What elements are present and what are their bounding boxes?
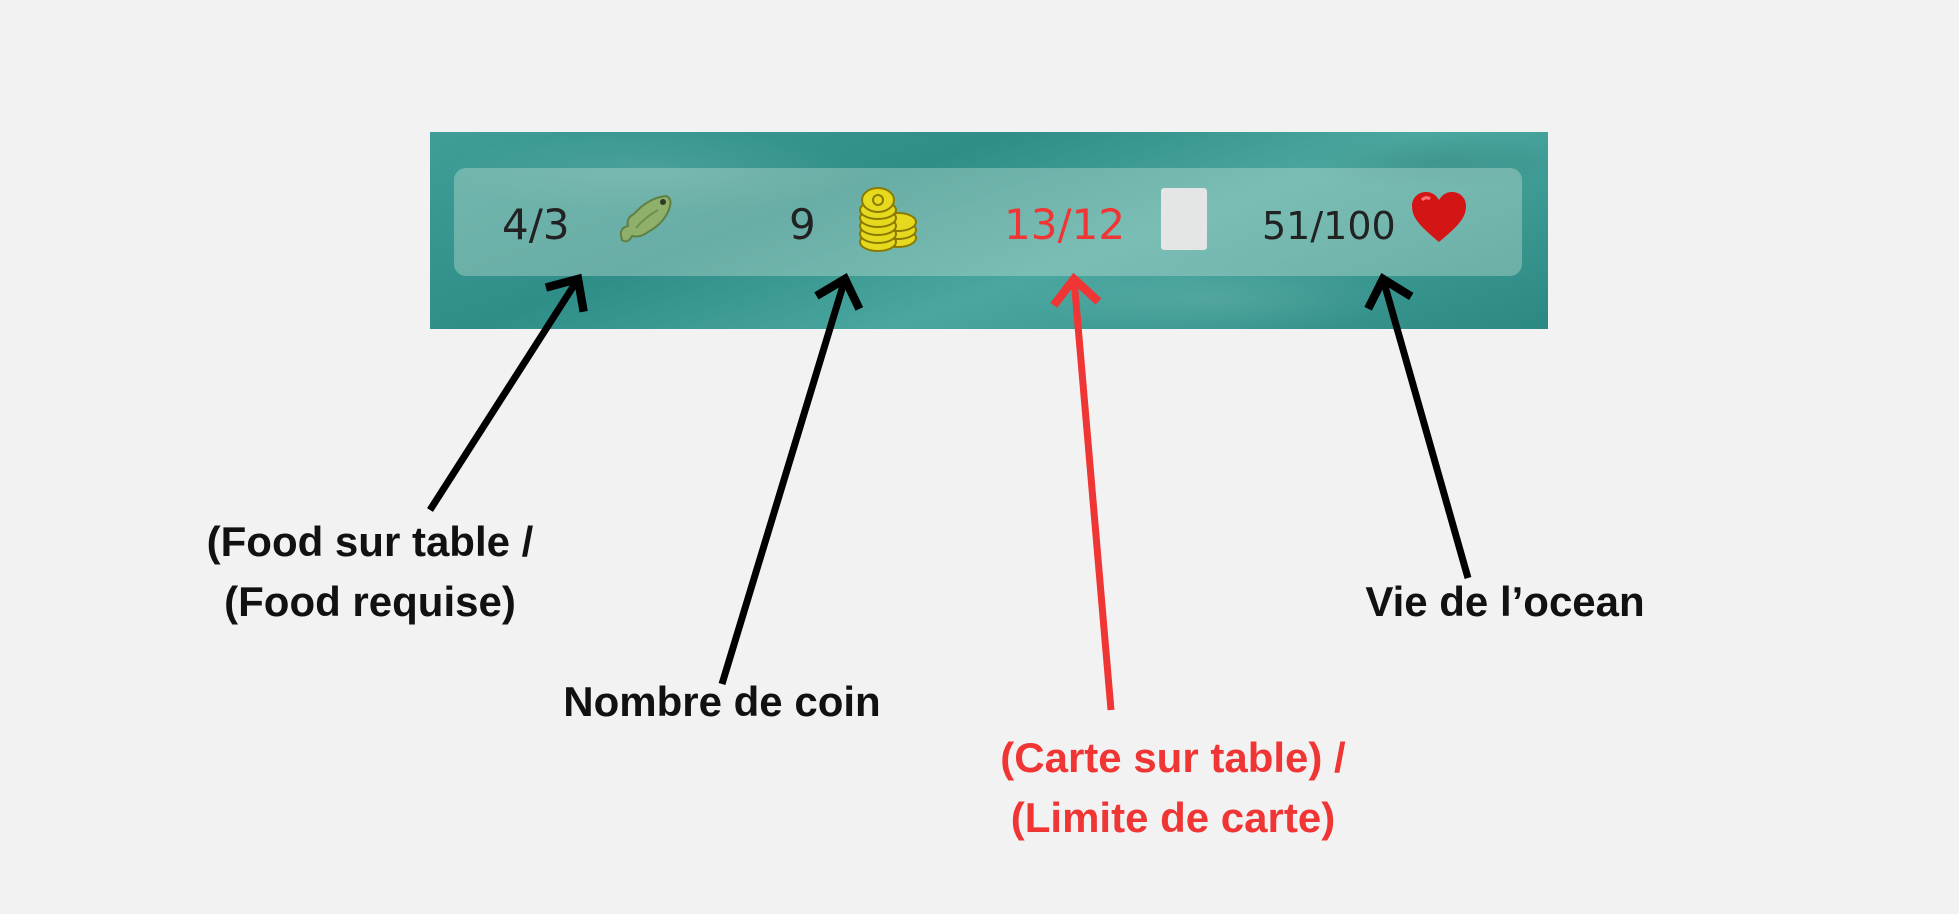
cards-annotation-line1: (Carte sur table) / [1000, 734, 1346, 781]
card-icon [1161, 188, 1207, 250]
life-annotation-text: Vie de l’ocean [1365, 578, 1645, 625]
food-annotation-line1: (Food sur table / [206, 518, 534, 565]
cards-annotation: (Carte sur table) / (Limite de carte) [923, 728, 1423, 848]
coin-counter: 9 [789, 200, 816, 249]
coin-annotation-text: Nombre de coin [563, 678, 881, 725]
food-annotation: (Food sur table / (Food requise) [170, 512, 570, 632]
card-counter: 13/12 [1004, 200, 1126, 249]
fish-icon [619, 194, 672, 243]
life-annotation: Vie de l’ocean [1305, 572, 1705, 632]
life-arrow [1364, 273, 1472, 579]
food-counter: 4/3 [502, 200, 570, 249]
resource-bar: 4/3 9 13/12 51/100 [454, 168, 1522, 276]
heart-icon [1412, 192, 1466, 242]
coin-stack-icon [859, 187, 917, 252]
coin-annotation: Nombre de coin [522, 672, 922, 732]
food-arrow [427, 273, 588, 512]
game-hud: 4/3 9 13/12 51/100 [430, 132, 1548, 329]
ocean-life-counter: 51/100 [1262, 204, 1396, 248]
cards-annotation-line2: (Limite de carte) [1010, 794, 1336, 841]
cards-arrow [1050, 272, 1115, 711]
food-annotation-line2: (Food requise) [224, 578, 516, 625]
coin-arrow [718, 273, 864, 686]
